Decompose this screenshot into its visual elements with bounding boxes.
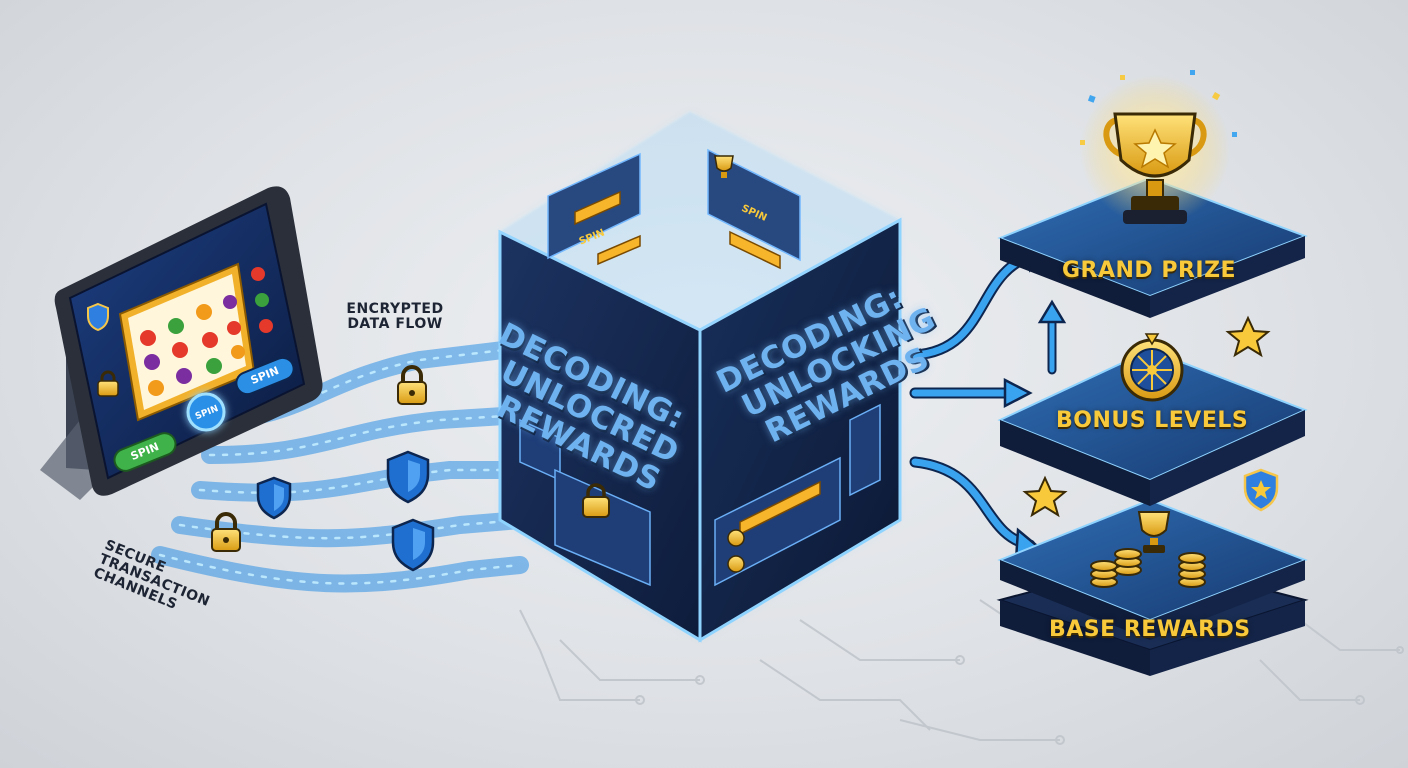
decoder-cube: [496, 110, 904, 643]
tier-label-grand-prize: GRAND PRIZE: [1062, 258, 1237, 283]
shield-icon: [386, 450, 430, 504]
encrypted-flow-label: ENCRYPTED DATA FLOW: [330, 302, 460, 332]
side-fruit-icons: [251, 267, 273, 333]
encrypted-flow-line-2: DATA FLOW: [347, 316, 443, 332]
padlock-icon: [397, 365, 427, 405]
shield-icon: [391, 518, 435, 572]
coin-icon: [727, 529, 745, 573]
tier-platform-base: [996, 498, 1309, 676]
padlock-icon: [211, 512, 241, 552]
tier-platform-bonus: [997, 348, 1308, 506]
shield-icon: [1243, 468, 1279, 512]
padlock-icon: [97, 370, 119, 397]
tier-label-bonus-levels: BONUS LEVELS: [1056, 408, 1249, 433]
shield-icon: [256, 476, 292, 520]
coins-trophy-icon: [1090, 511, 1206, 588]
encrypted-flow-line-1: ENCRYPTED: [346, 301, 444, 317]
tier-label-base-rewards: BASE REWARDS: [1049, 617, 1251, 642]
confetti: [1080, 70, 1237, 145]
trophy-icon: [714, 155, 734, 178]
cube-spin-bars: [574, 190, 821, 536]
shield-icon: [87, 302, 109, 332]
reward-arrows: [909, 249, 1057, 551]
slot-fruit-icons: [140, 295, 245, 396]
bonus-wheel-icon: [1120, 333, 1184, 402]
spin-dial: [186, 392, 226, 432]
padlock-icon: [582, 483, 610, 518]
trophy-icon: [1103, 112, 1207, 224]
star-icon: [1022, 315, 1271, 518]
tablet-device: [40, 186, 323, 500]
